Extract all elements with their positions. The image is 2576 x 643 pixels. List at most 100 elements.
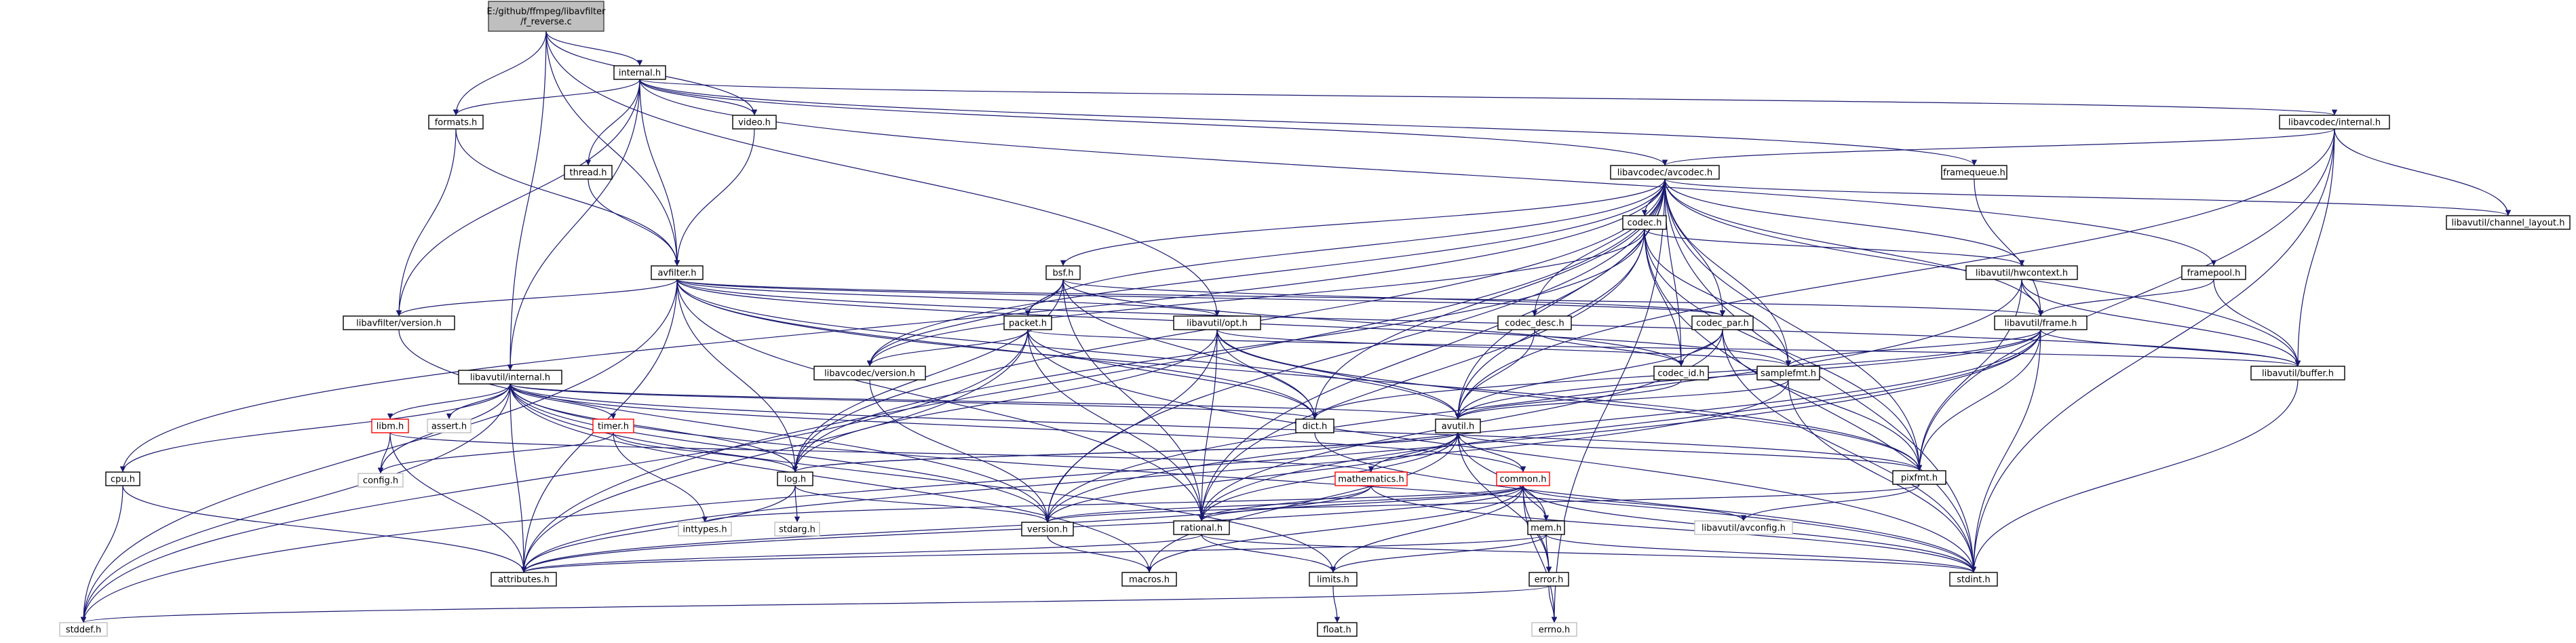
- edge-timer-h-to-config-h: [377, 432, 614, 474]
- node-avcodec-h[interactable]: libavcodec/avcodec.h: [1610, 165, 1720, 180]
- node-box: [774, 522, 820, 537]
- node-framequeue-h[interactable]: framequeue.h: [1941, 165, 2007, 180]
- node-frame-h[interactable]: libavutil/frame.h: [1994, 315, 2088, 330]
- node-lavu-internal-h[interactable]: libavutil/internal.h: [458, 370, 562, 385]
- node-codec-id-h[interactable]: codec_id.h: [1653, 366, 1709, 381]
- node-box: [651, 265, 704, 280]
- node-box: [1173, 315, 1261, 330]
- edge-error-h-to-stddef-h: [81, 585, 1550, 623]
- node-channel-layout-h[interactable]: libavutil/channel_layout.h: [2446, 215, 2571, 230]
- node-label: framequeue.h: [1943, 168, 2005, 178]
- node-label: /f_reverse.c: [520, 17, 572, 27]
- node-label: inttypes.h: [683, 525, 727, 535]
- node-inttypes-h[interactable]: inttypes.h: [678, 522, 732, 537]
- node-box: [1045, 265, 1081, 280]
- edge-hwcontext-h-to-pixfmt-h: [1916, 279, 2022, 471]
- node-mem-h[interactable]: mem.h: [1527, 520, 1565, 535]
- node-bsf-h[interactable]: bsf.h: [1045, 265, 1081, 280]
- node-thread-h[interactable]: thread.h: [564, 165, 613, 180]
- edge-frame-h-to-rational-h: [1198, 329, 2041, 522]
- node-dict-h[interactable]: dict.h: [1295, 418, 1334, 433]
- edge-codec-par-h-to-stdint-h: [1722, 329, 1977, 573]
- node-label: stdint.h: [1957, 575, 1990, 585]
- edge-lavu-internal-h-to-pixfmt-h: [510, 383, 1922, 471]
- edge-mem-h-to-limits-h: [1330, 534, 1547, 573]
- edge-root-to-formats-h: [453, 31, 547, 116]
- node-assert-h[interactable]: assert.h: [427, 418, 472, 433]
- node-label: formats.h: [435, 118, 478, 128]
- node-macros-h[interactable]: macros.h: [1121, 572, 1177, 587]
- node-box: [1531, 622, 1577, 637]
- node-label: libm.h: [377, 422, 404, 432]
- node-buffer-h[interactable]: libavutil/buffer.h: [2250, 366, 2345, 381]
- edge-log-h-to-avutil-h: [794, 432, 1461, 473]
- node-label: limits.h: [1317, 575, 1349, 585]
- node-mathematics-h[interactable]: mathematics.h: [1334, 471, 1408, 486]
- node-cpu-h[interactable]: cpu.h: [105, 471, 140, 486]
- node-lavfi-version-h[interactable]: libavfilter/version.h: [343, 315, 455, 330]
- edge-lavu-internal-h-to-limits-h: [510, 383, 1337, 573]
- edge-common-h-to-macros-h: [1146, 485, 1524, 573]
- edge-codec-h-to-stdint-h: [1644, 229, 1977, 573]
- node-avfilter-h[interactable]: avfilter.h: [651, 265, 704, 280]
- edge-codec-h-to-lavc-version-h: [866, 229, 1645, 367]
- node-log-h[interactable]: log.h: [777, 471, 813, 486]
- node-stddef-h[interactable]: stddef.h: [59, 622, 108, 637]
- node-formats-h[interactable]: formats.h: [428, 115, 484, 130]
- node-box: [1173, 520, 1230, 535]
- node-attributes-h[interactable]: attributes.h: [491, 572, 557, 587]
- edge-dict-h-to-stdint-h: [1314, 432, 1977, 573]
- node-label: libavutil/avconfig.h: [1702, 524, 1786, 534]
- node-label: log.h: [784, 475, 806, 485]
- node-errno-h[interactable]: errno.h: [1531, 622, 1577, 637]
- node-label: libavutil/hwcontext.h: [1976, 269, 2068, 279]
- node-config-h[interactable]: config.h: [358, 473, 404, 488]
- node-libm-h[interactable]: libm.h: [371, 418, 409, 433]
- node-label: packet.h: [1009, 319, 1047, 329]
- node-video-h[interactable]: video.h: [732, 115, 777, 130]
- node-samplefmt-h[interactable]: samplefmt.h: [1756, 366, 1820, 381]
- node-hwcontext-h[interactable]: libavutil/hwcontext.h: [1965, 265, 2078, 280]
- edge-packet-h-to-rational-h: [1027, 329, 1205, 522]
- node-box: [1295, 418, 1334, 433]
- node-box: [1941, 165, 2007, 180]
- node-rational-h[interactable]: rational.h: [1173, 520, 1230, 535]
- node-common-h[interactable]: common.h: [1496, 471, 1550, 486]
- edge-internal-h-to-framequeue-h: [639, 79, 1977, 166]
- node-codec-par-h[interactable]: codec_par.h: [1691, 315, 1754, 330]
- edge-mathematics-h-to-rational-h: [1198, 485, 1372, 522]
- edge-buffer-h-to-stdint-h: [1970, 379, 2299, 573]
- edge-opt-h-to-version-h: [1044, 329, 1218, 523]
- node-root[interactable]: E:/github/ffmpeg/libavfilter/f_reverse.c: [487, 1, 607, 32]
- edge-pixfmt-h-to-version-h: [1045, 484, 1920, 523]
- node-framepool-h[interactable]: framepool.h: [2181, 265, 2246, 280]
- node-avutil-h[interactable]: avutil.h: [1435, 418, 1481, 433]
- node-packet-h[interactable]: packet.h: [1003, 315, 1052, 330]
- node-label: codec_par.h: [1696, 319, 1749, 329]
- node-error-h[interactable]: error.h: [1529, 572, 1569, 587]
- node-label: bsf.h: [1052, 269, 1073, 279]
- edge-mem-h-to-error-h: [1545, 534, 1552, 573]
- node-pixfmt-h[interactable]: pixfmt.h: [1892, 470, 1946, 485]
- node-version-h[interactable]: version.h: [1021, 522, 1074, 537]
- edge-avfilter-h-to-frame-h: [676, 279, 2043, 317]
- edge-avcodec-h-to-codec-par-h: [1664, 178, 1726, 317]
- node-opt-h[interactable]: libavutil/opt.h: [1173, 315, 1261, 330]
- node-codec-desc-h[interactable]: codec_desc.h: [1497, 315, 1572, 330]
- node-label: E:/github/ffmpeg/libavfilter: [487, 7, 607, 17]
- edge-packet-h-to-dict-h: [1027, 329, 1318, 420]
- node-label: cpu.h: [111, 475, 135, 485]
- node-lavc-version-h[interactable]: libavcodec/version.h: [813, 366, 926, 381]
- node-stdint-h[interactable]: stdint.h: [1949, 572, 1998, 587]
- edge-opt-h-to-rational-h: [1198, 329, 1218, 522]
- node-internal-h[interactable]: internal.h: [613, 65, 666, 80]
- node-timer-h[interactable]: timer.h: [592, 418, 634, 433]
- node-avconfig-h[interactable]: libavutil/avconfig.h: [1694, 520, 1793, 535]
- node-limits-h[interactable]: limits.h: [1309, 572, 1358, 587]
- node-codec-h[interactable]: codec.h: [1622, 215, 1667, 230]
- node-lavc-internal-h[interactable]: libavcodec/internal.h: [2279, 115, 2390, 130]
- node-box: [1021, 522, 1074, 537]
- node-float-h[interactable]: float.h: [1317, 622, 1358, 637]
- node-stdarg-h[interactable]: stdarg.h: [774, 522, 820, 537]
- edge-avcodec-h-to-codec-id-h: [1664, 178, 1685, 367]
